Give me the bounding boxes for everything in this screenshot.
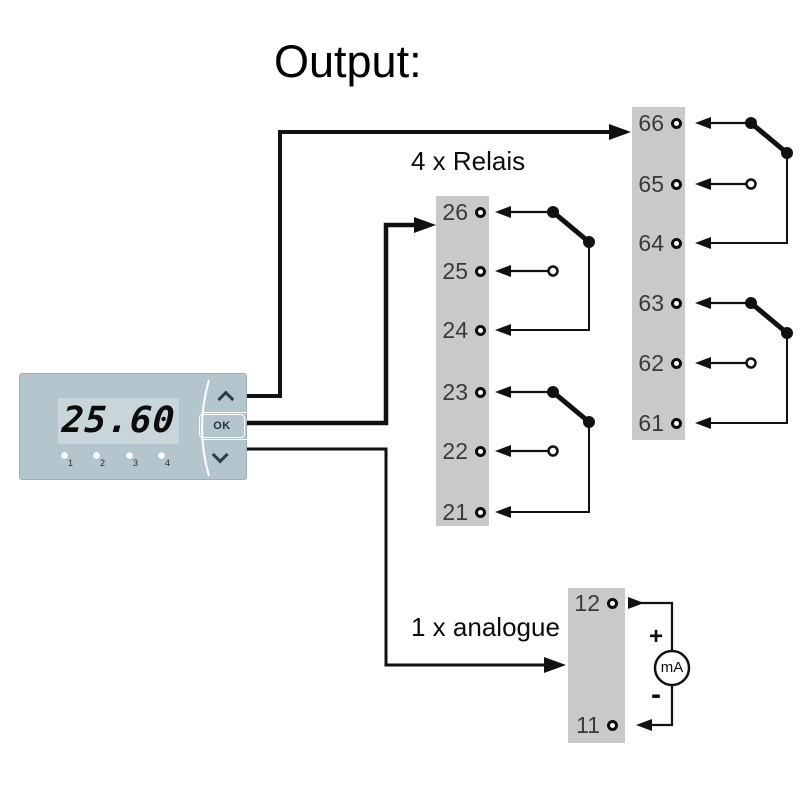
led-dot-icon bbox=[158, 452, 165, 459]
plus-polarity-label: + bbox=[648, 623, 663, 650]
terminal-row: 63 bbox=[636, 290, 682, 316]
terminal-number: 24 bbox=[442, 316, 468, 343]
terminal-row: 25 bbox=[440, 258, 486, 284]
terminal-row: 26 bbox=[440, 199, 486, 225]
terminal-screw-icon bbox=[671, 417, 682, 429]
led-indicator-3: 3 bbox=[126, 452, 146, 470]
led-dot-icon bbox=[93, 452, 100, 459]
button-arc-decoration bbox=[201, 379, 210, 477]
led-indicator-4: 4 bbox=[158, 452, 178, 470]
terminal-row: 21 bbox=[440, 499, 486, 525]
relay-contact-symbol-4 bbox=[695, 297, 793, 429]
analogue-section-label: 1 x analogue bbox=[411, 612, 560, 642]
lcd-display: 25.60 bbox=[58, 398, 179, 444]
terminal-number: 11 bbox=[576, 711, 600, 738]
terminal-screw-icon bbox=[475, 206, 486, 218]
relay-contact-symbol-3 bbox=[695, 117, 793, 249]
analogue-terminal-strip bbox=[568, 588, 625, 743]
terminal-number: 26 bbox=[442, 198, 468, 225]
terminal-row: 11 bbox=[574, 712, 618, 738]
terminal-screw-icon bbox=[607, 597, 618, 609]
led-dot-icon bbox=[61, 452, 68, 459]
terminal-number: 64 bbox=[638, 229, 664, 256]
led-label: 1 bbox=[68, 458, 74, 468]
terminal-row: 62 bbox=[636, 350, 682, 376]
button-separator bbox=[201, 439, 247, 440]
terminal-number: 61 bbox=[638, 409, 664, 436]
terminal-screw-icon bbox=[475, 506, 486, 518]
terminal-screw-icon bbox=[671, 117, 682, 129]
panel-meter-device: 25.60 1 2 3 4 OK bbox=[19, 373, 247, 480]
led-label: 3 bbox=[133, 458, 139, 468]
led-indicator-1: 1 bbox=[61, 452, 81, 470]
terminal-row: 61 bbox=[636, 410, 682, 436]
led-label: 2 bbox=[100, 458, 106, 468]
terminal-screw-icon bbox=[607, 719, 618, 731]
terminal-row: 12 bbox=[574, 590, 618, 616]
device-button-column: OK bbox=[197, 379, 249, 477]
led-label: 4 bbox=[165, 458, 171, 468]
terminal-row: 24 bbox=[440, 317, 486, 343]
terminal-row: 23 bbox=[440, 379, 486, 405]
terminal-number: 21 bbox=[442, 498, 468, 525]
terminal-number: 62 bbox=[638, 349, 664, 376]
terminal-row: 64 bbox=[636, 230, 682, 256]
relay-contact-symbol-1 bbox=[495, 206, 595, 336]
up-button[interactable] bbox=[197, 386, 249, 412]
terminal-screw-icon bbox=[671, 357, 682, 369]
terminal-number: 63 bbox=[638, 289, 664, 316]
terminal-number: 66 bbox=[638, 109, 664, 136]
button-separator bbox=[201, 412, 247, 413]
relay-section-label: 4 x Relais bbox=[411, 146, 526, 176]
lcd-value: 25.60 bbox=[60, 400, 177, 441]
terminal-screw-icon bbox=[475, 445, 486, 457]
relay-terminal-strip-left bbox=[436, 196, 489, 526]
terminal-row: 22 bbox=[440, 438, 486, 464]
chevron-up-icon bbox=[217, 390, 235, 408]
terminal-number: 65 bbox=[638, 170, 664, 197]
page-title: Output: bbox=[274, 36, 422, 87]
terminal-row: 66 bbox=[636, 110, 682, 136]
terminal-row: 65 bbox=[636, 171, 682, 197]
terminal-number: 23 bbox=[442, 378, 468, 405]
terminal-screw-icon bbox=[671, 237, 682, 249]
terminal-screw-icon bbox=[475, 265, 486, 277]
relay-contact-symbol-2 bbox=[495, 386, 595, 518]
led-dot-icon bbox=[126, 452, 133, 459]
ok-button[interactable]: OK bbox=[199, 414, 245, 438]
led-indicator-2: 2 bbox=[93, 452, 113, 470]
terminal-screw-icon bbox=[671, 297, 682, 309]
minus-polarity-label: - bbox=[651, 678, 661, 711]
terminal-screw-icon bbox=[475, 386, 486, 398]
terminal-number: 22 bbox=[442, 437, 468, 464]
terminal-screw-icon bbox=[671, 178, 682, 190]
terminal-number: 12 bbox=[574, 589, 600, 616]
chevron-down-icon bbox=[211, 446, 229, 464]
relay-terminal-strip-right bbox=[632, 107, 685, 440]
down-button[interactable] bbox=[197, 442, 249, 468]
ma-meter-label: mA bbox=[660, 659, 684, 676]
terminal-screw-icon bbox=[475, 324, 486, 336]
terminal-number: 25 bbox=[442, 257, 468, 284]
wire-output-2 bbox=[247, 217, 436, 426]
